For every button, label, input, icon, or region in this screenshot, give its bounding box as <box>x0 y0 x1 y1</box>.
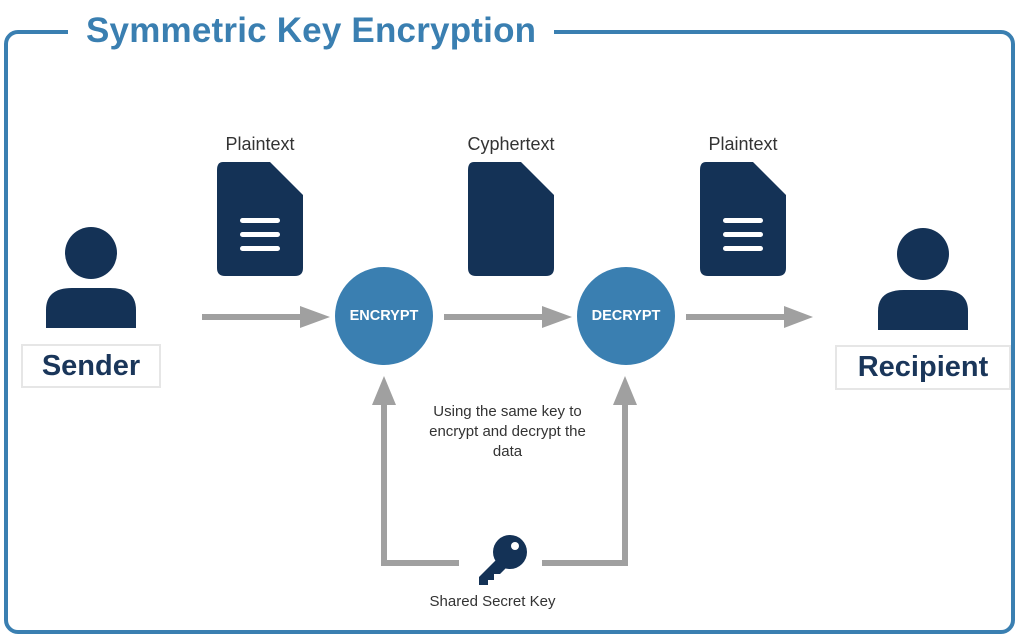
plaintext-output-label: Plaintext <box>708 134 778 154</box>
decrypt-step: DECRYPT <box>577 267 675 365</box>
cyphertext-document-icon <box>468 162 554 276</box>
plaintext-label: Plaintext <box>225 134 295 154</box>
key-note: Using the same key to encrypt and decryp… <box>429 403 586 460</box>
key-icon <box>479 535 527 585</box>
cyphertext-label: Cyphertext <box>467 134 555 154</box>
shared-key-label: Shared Secret Key <box>429 593 556 610</box>
key-arrows <box>372 376 637 566</box>
sender-person-icon <box>46 227 136 328</box>
sender-label: Sender <box>21 344 161 388</box>
plaintext-output-document-icon <box>700 162 786 276</box>
diagram-title: Symmetric Key Encryption <box>68 8 555 54</box>
plaintext-document-icon <box>217 162 303 276</box>
recipient-label: Recipient <box>835 345 1011 390</box>
recipient-person-icon <box>878 228 968 330</box>
flow-arrows <box>202 306 813 328</box>
encrypt-step: ENCRYPT <box>335 267 433 365</box>
